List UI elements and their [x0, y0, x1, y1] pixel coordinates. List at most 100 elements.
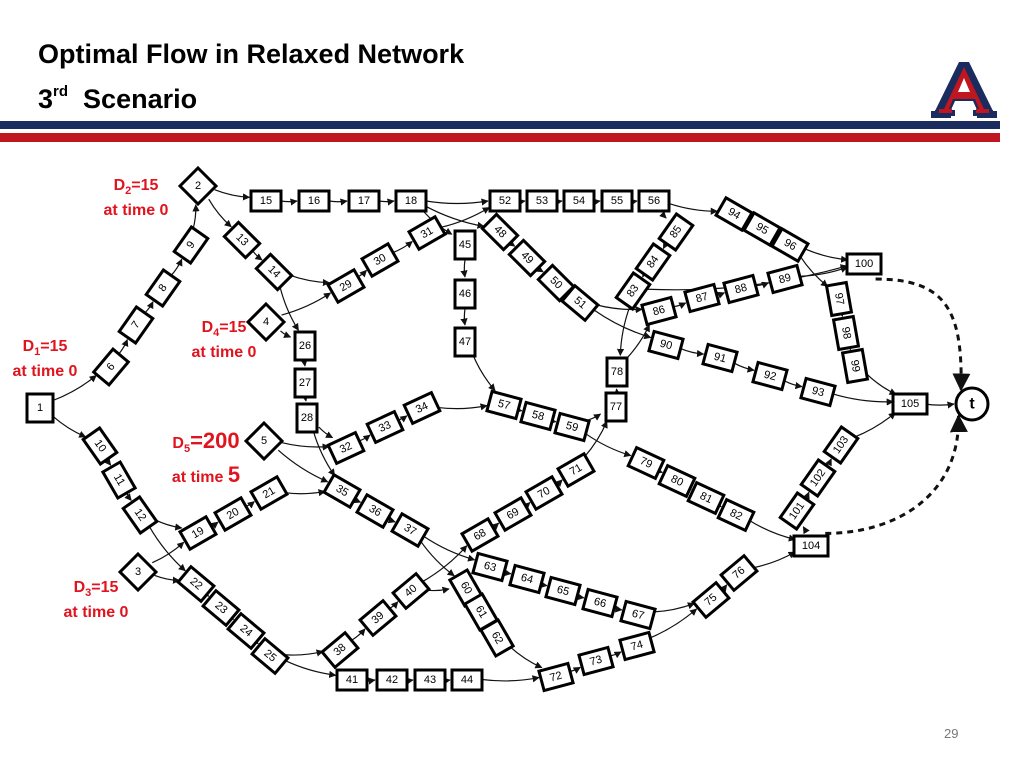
header-bar-red — [0, 133, 1000, 142]
node-49: 49 — [507, 238, 547, 278]
node-17: 17 — [347, 189, 381, 213]
node-label-20: 20 — [225, 506, 242, 523]
node-label-34: 34 — [414, 400, 430, 416]
edge-47-57 — [472, 354, 496, 392]
edge-39-40 — [389, 601, 399, 610]
demand-d2-sub: 2 — [125, 185, 132, 198]
node-label-45: 45 — [459, 239, 471, 251]
edge-104-101 — [802, 526, 810, 535]
node-label-72: 72 — [549, 670, 564, 685]
demand-d3-value: =15 — [91, 579, 119, 596]
node-label-83: 83 — [625, 283, 642, 300]
node-label-59: 59 — [565, 420, 580, 435]
edge-96-100 — [804, 248, 849, 263]
edge-4-26 — [280, 330, 292, 338]
edge-74-75 — [649, 608, 698, 639]
demand-label-d5: D5=200 at time 5 — [163, 428, 249, 491]
node-91: 91 — [701, 342, 739, 374]
node-7: 7 — [117, 304, 155, 346]
node-75: 75 — [690, 580, 732, 620]
node-15: 15 — [249, 189, 283, 213]
demand-d3-letter: D — [73, 579, 86, 596]
node-99: 99 — [840, 347, 870, 385]
node-25: 25 — [249, 636, 291, 676]
node-10: 10 — [81, 425, 119, 467]
node-label-19: 19 — [190, 525, 207, 542]
node-label-89: 89 — [778, 272, 793, 287]
node-27: 27 — [293, 367, 317, 399]
edge-82-104 — [749, 520, 796, 542]
node-label-104: 104 — [802, 540, 820, 552]
dashed-edge-100-t — [875, 277, 971, 392]
node-68: 68 — [459, 516, 501, 554]
node-label-18: 18 — [405, 195, 417, 207]
node-9: 9 — [172, 224, 210, 266]
node-label-91: 91 — [713, 351, 728, 366]
edge-4-29 — [281, 292, 332, 316]
node-label-31: 31 — [419, 225, 436, 242]
edge-103-105 — [853, 412, 896, 438]
node-46: 46 — [453, 278, 477, 310]
edge-37-63 — [423, 535, 476, 562]
node-label-100: 100 — [855, 258, 873, 270]
edge-14-29 — [288, 274, 331, 287]
demand-d4-letter: D — [201, 319, 214, 336]
node-63: 63 — [471, 551, 509, 583]
node-label-82: 82 — [728, 507, 744, 523]
title-ordinal-suffix: rd — [53, 83, 69, 100]
demand-d5-time-value: 5 — [227, 462, 241, 488]
edge-34-57 — [436, 403, 488, 411]
demand-d1-value: =15 — [40, 338, 68, 355]
demand-d2-value: =15 — [131, 177, 159, 194]
edge-83-78 — [616, 305, 631, 357]
node-label-81: 81 — [698, 490, 714, 506]
edge-5-32 — [280, 441, 330, 451]
node-53: 53 — [525, 189, 559, 213]
node-33: 33 — [365, 409, 405, 445]
edge-90-91 — [680, 347, 705, 358]
node-label-77: 77 — [610, 401, 622, 413]
node-69: 69 — [492, 495, 534, 533]
node-74: 74 — [618, 630, 656, 662]
node-label-26: 26 — [299, 340, 311, 352]
edge-3-22 — [154, 574, 181, 584]
node-label-80: 80 — [669, 473, 685, 489]
edge-56-94 — [668, 202, 718, 215]
node-70: 70 — [523, 474, 565, 512]
node-label-37: 37 — [402, 522, 419, 539]
edge-89-100 — [799, 265, 848, 277]
node-92: 92 — [751, 360, 789, 392]
edge-44-72 — [481, 675, 540, 683]
node-104: 104 — [792, 534, 830, 558]
node-72: 72 — [537, 661, 575, 693]
node-88: 88 — [722, 273, 760, 305]
node-57: 57 — [485, 389, 523, 421]
edge-2-13 — [208, 198, 232, 228]
node-47: 47 — [453, 326, 477, 358]
node-81: 81 — [686, 480, 726, 516]
edge-46-47 — [460, 308, 468, 326]
node-71: 71 — [555, 451, 597, 489]
node-45: 45 — [453, 229, 477, 261]
edge-32-33 — [359, 434, 371, 442]
node-label-63: 63 — [483, 560, 498, 575]
node-11: 11 — [100, 459, 138, 501]
demand-d2-letter: D — [113, 177, 126, 194]
demand-d5-value: =200 — [190, 428, 240, 453]
node-label-1: 1 — [37, 402, 43, 414]
node-43: 43 — [413, 668, 447, 692]
node-40: 40 — [390, 571, 432, 611]
node-label-5: 5 — [261, 435, 267, 447]
edge-67-75 — [652, 602, 696, 613]
node-label-97: 97 — [832, 292, 846, 306]
node-5: 5 — [243, 420, 285, 462]
node-label-65: 65 — [556, 584, 571, 599]
node-48: 48 — [480, 212, 520, 252]
node-label-52: 52 — [499, 195, 511, 207]
node-label-95: 95 — [754, 221, 771, 238]
edge-59-79 — [585, 433, 632, 458]
node-52: 52 — [488, 189, 522, 213]
title-scenario-number: 3 — [38, 84, 54, 114]
